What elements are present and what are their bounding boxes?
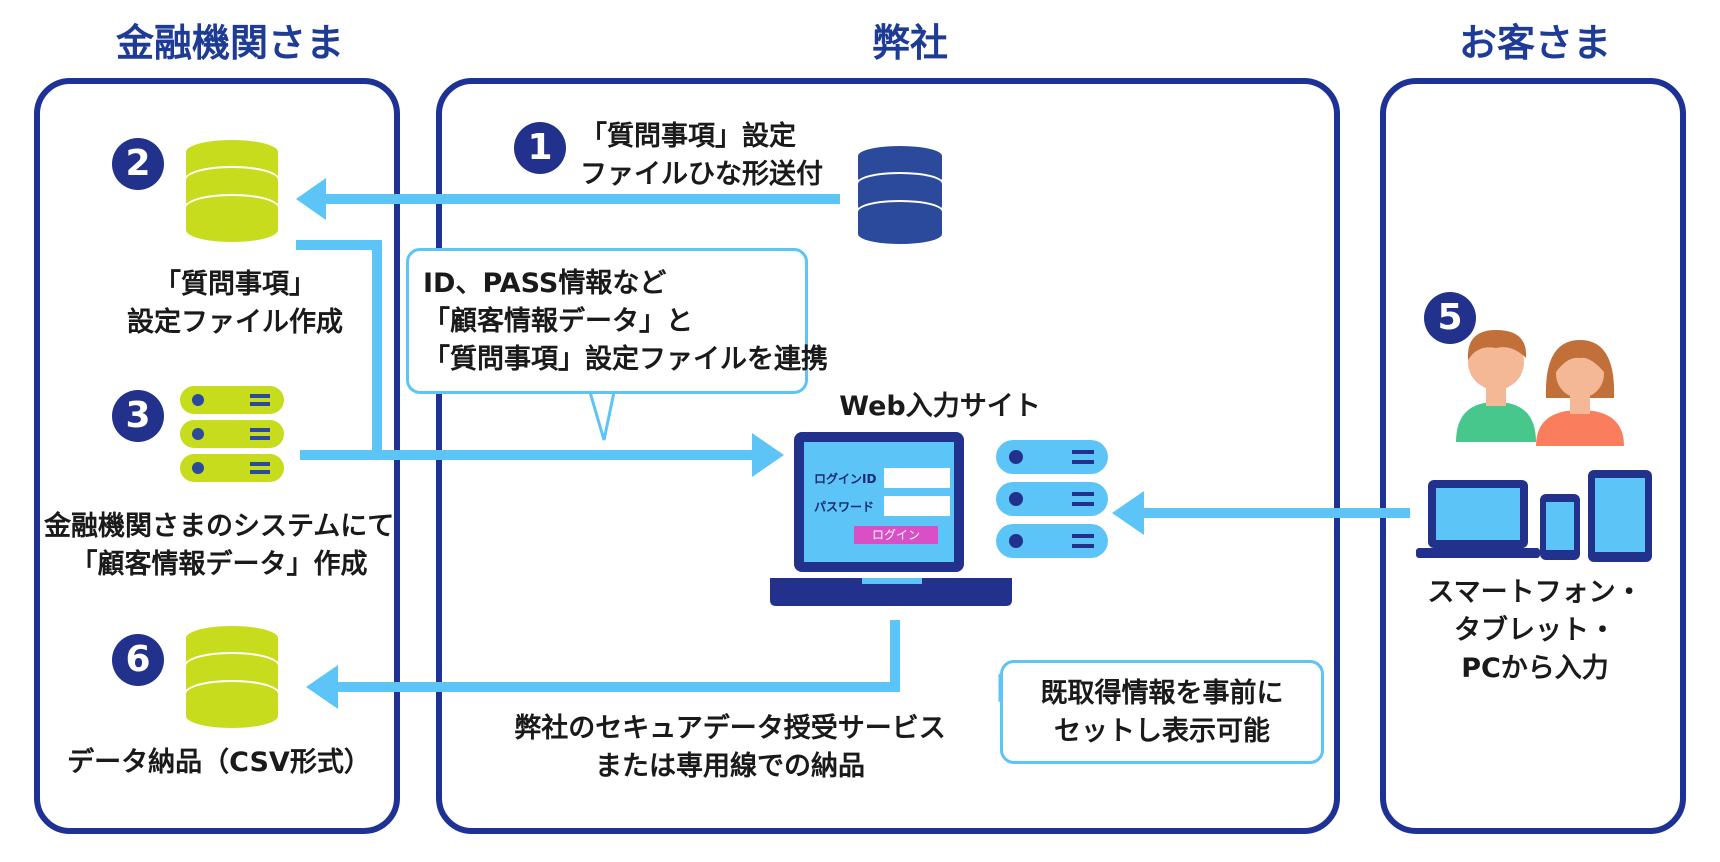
step1-line2: ファイルひな形送付 <box>580 159 823 190</box>
prefill-line2: セットし表示可能 <box>1054 716 1270 747</box>
step1-line1: 「質問事項」設定 <box>580 121 796 152</box>
step4-text: ID、PASS情報など 「顧客情報データ」と 「質問事項」設定ファイルを連携 <box>423 265 828 379</box>
delivery-text: 弊社のセキュアデータ授受サービス または専用線での納品 <box>480 710 980 786</box>
login-button[interactable]: ログイン <box>854 526 938 544</box>
laptop-icon <box>770 432 1012 606</box>
server-icon <box>996 440 1108 558</box>
step3-line2: 「顧客情報データ」作成 <box>70 549 368 580</box>
step-badge-6: 6 <box>112 634 164 686</box>
step5-text: スマートフォン・ タブレット・ PCから入力 <box>1390 574 1680 688</box>
database-icon <box>858 146 942 244</box>
arrow-delivery <box>306 620 900 709</box>
database-icon <box>186 140 278 242</box>
password-field[interactable] <box>884 496 950 516</box>
step6-text: データ納品（CSV形式） <box>44 744 394 782</box>
step3-line1: 金融機関さまのシステムにて <box>44 511 395 542</box>
step6-line1: データ納品（CSV形式） <box>67 747 371 778</box>
panel-customer <box>1380 78 1686 834</box>
step4-line1: ID、PASS情報など <box>423 268 667 299</box>
arrow-data-link <box>296 240 784 477</box>
step-badge-3: 3 <box>112 390 164 442</box>
step3-text: 金融機関さまのシステムにて 「顧客情報データ」作成 <box>44 508 394 584</box>
arrow-template-send <box>296 178 840 220</box>
login-id-field[interactable] <box>884 468 950 488</box>
column-title-customer: お客さま <box>1458 21 1611 65</box>
login-id-label: ログインID <box>814 472 877 486</box>
step2-line2: 設定ファイル作成 <box>127 307 343 338</box>
step5-line1: スマートフォン・ <box>1427 577 1643 608</box>
step1-text: 「質問事項」設定 ファイルひな形送付 <box>580 118 823 194</box>
step2-text: 「質問事項」 設定ファイル作成 <box>90 266 380 342</box>
step5-line2: タブレット・ <box>1454 615 1616 646</box>
delivery-line2: または専用線での納品 <box>595 751 865 782</box>
step4-line2: 「顧客情報データ」と <box>423 306 693 337</box>
arrow-customer-input <box>1112 491 1410 535</box>
column-title-financial: 金融機関さま <box>115 21 344 65</box>
step-badge-2: 2 <box>112 138 164 190</box>
prefill-callout: 既取得情報を事前に セットし表示可能 <box>1000 660 1324 764</box>
callout-tail <box>588 390 616 441</box>
step-badge-1: 1 <box>514 122 566 174</box>
column-title-company: 弊社 <box>871 21 948 65</box>
database-icon <box>186 626 278 728</box>
step2-line1: 「質問事項」 <box>154 269 316 300</box>
server-icon <box>180 386 284 482</box>
password-label: パスワード <box>814 500 875 514</box>
people-icon <box>1456 330 1624 446</box>
devices-icon <box>1416 470 1652 562</box>
step5-line3: PCから入力 <box>1461 653 1609 684</box>
step4-callout: ID、PASS情報など 「顧客情報データ」と 「質問事項」設定ファイルを連携 <box>406 248 828 394</box>
step4-line3: 「質問事項」設定ファイルを連携 <box>423 344 828 375</box>
delivery-line1: 弊社のセキュアデータ授受サービス <box>514 713 946 744</box>
prefill-text: 既取得情報を事前に セットし表示可能 <box>1003 675 1321 751</box>
step-badge-5: 5 <box>1424 292 1476 344</box>
web-site-title: Web入力サイト <box>839 391 1041 422</box>
prefill-line1: 既取得情報を事前に <box>1040 678 1284 709</box>
